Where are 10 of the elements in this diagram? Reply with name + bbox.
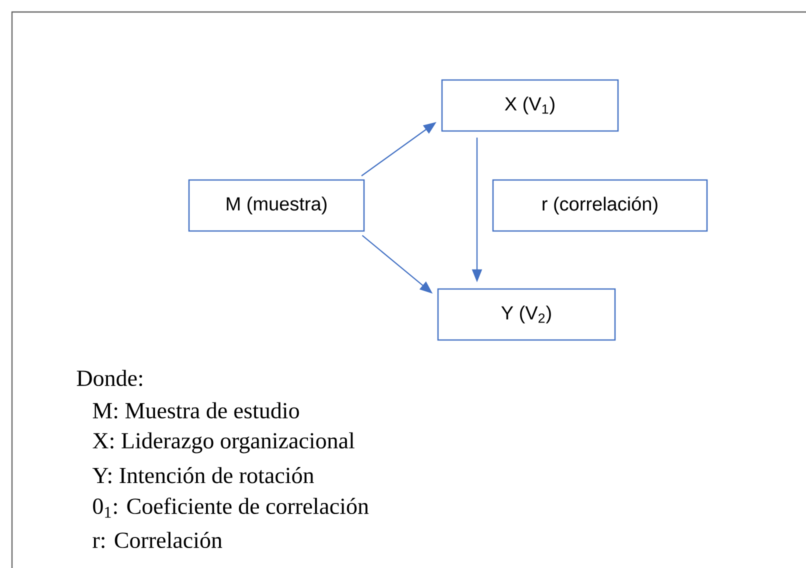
legend-text: Donde: — [76, 370, 142, 386]
legend-text: X: Liderazgo organizacional — [92, 432, 354, 454]
box: Y (V$_{2}$) — [437, 288, 616, 341]
legend-text: M: Muestra de estudio — [92, 402, 299, 419]
legend-text: 0$_{1}$: Coeficiente de correlación — [93, 498, 369, 518]
box: M (muestra) — [188, 179, 365, 232]
legend-text: Y: Intención de rotación — [92, 467, 314, 484]
box: X (V$_{1}$) — [441, 79, 619, 132]
legend-text: r: Correlación — [92, 532, 222, 548]
box: r (correlación) — [492, 179, 708, 232]
